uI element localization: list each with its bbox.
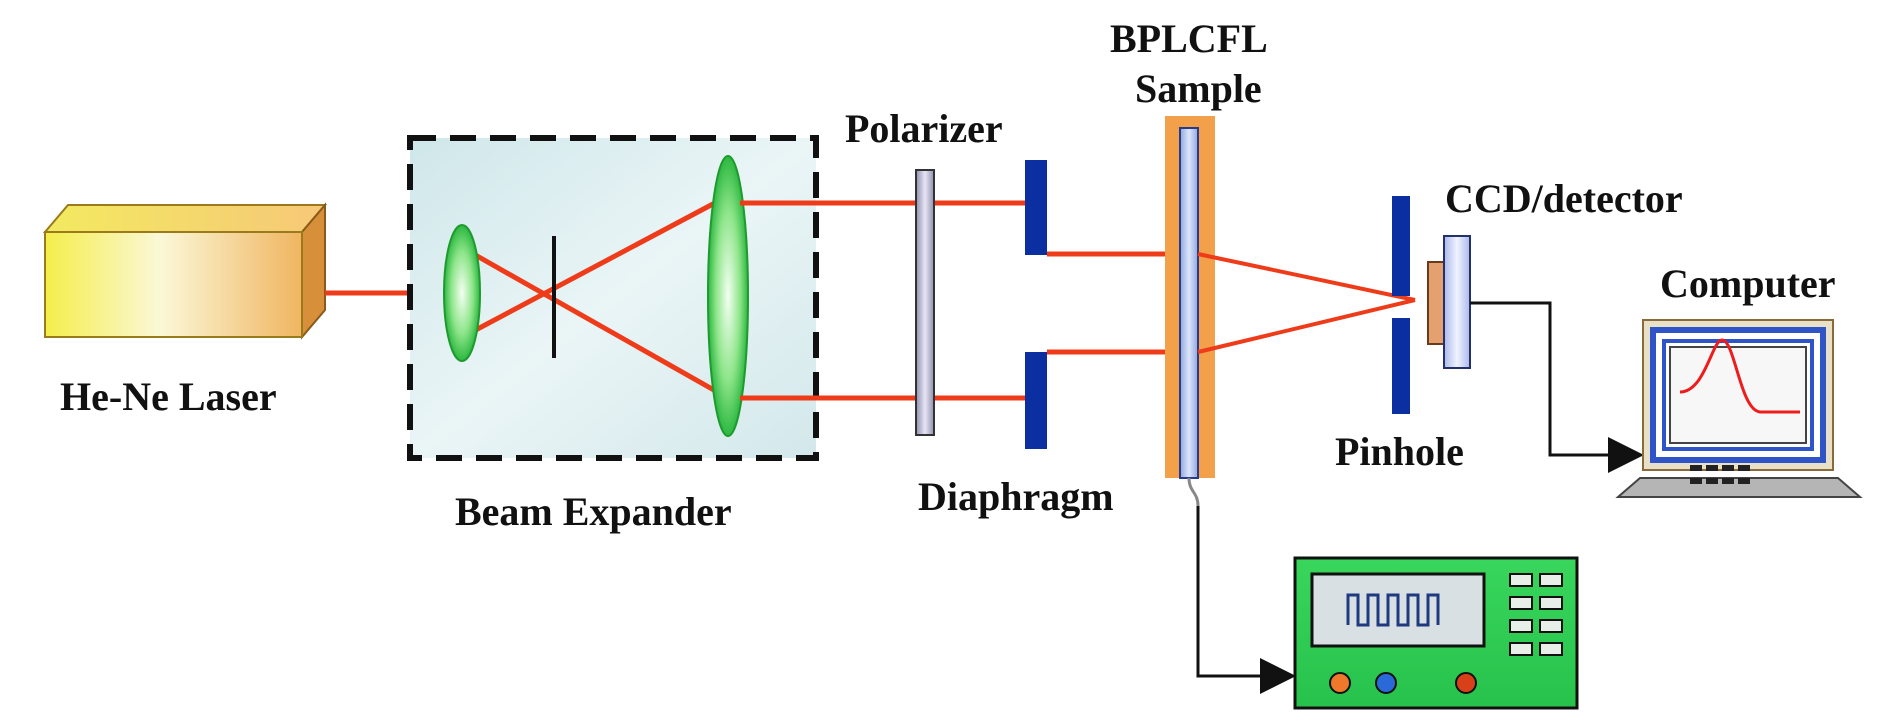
detector-icon: [1427, 235, 1471, 369]
sample-label-line1: BPLCFL: [1110, 16, 1268, 61]
scope-cable: [1196, 506, 1296, 694]
diaphragm-upper: [1025, 160, 1047, 255]
pinhole-upper: [1392, 196, 1410, 296]
diaphragm-label: Diaphragm: [918, 474, 1114, 519]
laser-icon: [42, 202, 328, 340]
pinhole-lower: [1392, 318, 1410, 414]
laser-label: He-Ne Laser: [60, 374, 277, 419]
large-lens: [707, 155, 749, 437]
beam-expander: [407, 135, 819, 461]
detector-cable: [1470, 301, 1644, 473]
oscilloscope-icon: [1293, 556, 1579, 710]
computer-icon: [1615, 319, 1863, 498]
polarizer: [915, 169, 935, 436]
polarizer-label: Polarizer: [845, 106, 1003, 151]
ccd-label: CCD/detector: [1445, 176, 1683, 221]
sample-cable: [1187, 477, 1200, 507]
beam-expander-label: Beam Expander: [455, 489, 732, 534]
pinhole-label: Pinhole: [1335, 429, 1464, 474]
small-lens: [443, 224, 481, 362]
computer-label: Computer: [1660, 261, 1836, 306]
sample-cell: [1165, 116, 1215, 479]
diaphragm-lower: [1025, 352, 1047, 449]
sample-label-line2: Sample: [1135, 66, 1262, 111]
signal-peak: [1679, 338, 1800, 414]
